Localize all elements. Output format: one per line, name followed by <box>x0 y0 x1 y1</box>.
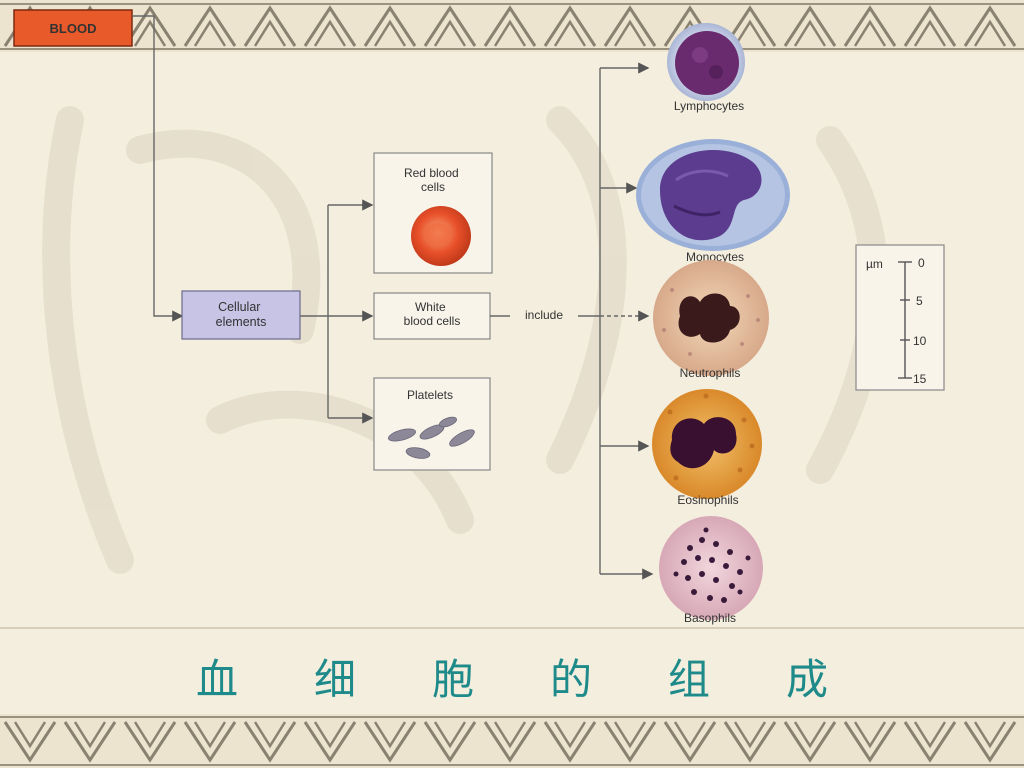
wbc-line-1: White <box>415 300 446 314</box>
lymphocytes-label: Lymphocytes <box>674 99 744 113</box>
lymphocyte-cell-image <box>667 23 745 101</box>
slide-caption: 血 细 胞 的 组 成 <box>0 648 1024 712</box>
scale-unit: µm <box>866 257 883 271</box>
platelets-image <box>388 416 475 459</box>
connector-cellular-branch <box>300 205 329 418</box>
neutrophil-cell-image <box>653 260 769 376</box>
caption-char-2: 细 <box>313 655 356 704</box>
cellular-line-1: Cellular <box>218 300 260 314</box>
caption-char-4: 的 <box>550 655 593 704</box>
include-label: include <box>525 308 563 322</box>
scale-tick-15: 15 <box>913 372 927 386</box>
rbc-line-2: cells <box>421 180 445 194</box>
white-blood-cells-node: White blood cells <box>373 292 491 340</box>
micrometer-scale: µm 0 5 10 15 <box>855 244 945 391</box>
caption-char-5: 组 <box>668 655 711 704</box>
blood-label: BLOOD <box>50 21 97 36</box>
rbc-label: Red blood cells <box>404 166 462 194</box>
wbc-label: White blood cells <box>404 300 461 328</box>
scale-tick-5: 5 <box>916 294 923 308</box>
red-blood-cells-node: Red blood cells <box>373 152 493 274</box>
eosinophil-cell-image <box>652 389 762 499</box>
scale-tick-0: 0 <box>918 256 925 270</box>
monocytes-label: Monocytes <box>686 250 744 264</box>
blood-composition-diagram: BLOOD Cellular elements Red blood cells <box>0 9 1024 629</box>
rbc-line-1: Red blood <box>404 166 459 180</box>
cellular-line-2: elements <box>216 315 267 329</box>
eosinophils-label: Eosinophils <box>677 493 738 507</box>
blood-node: BLOOD <box>13 9 133 47</box>
cellular-elements-label: Cellular elements <box>216 300 267 329</box>
platelets-label: Platelets <box>407 388 453 402</box>
caption-char-6: 成 <box>786 655 829 704</box>
red-blood-cell-center <box>425 223 451 245</box>
top-decorative-band <box>0 0 1024 52</box>
basophil-cell-image <box>659 516 763 620</box>
neutrophils-label: Neutrophils <box>680 366 741 380</box>
caption-char-3: 胞 <box>431 655 474 704</box>
caption-char-1: 血 <box>195 655 238 704</box>
include-label-bg <box>510 306 578 324</box>
cellular-elements-node: Cellular elements <box>181 290 301 340</box>
monocyte-cell-image <box>636 139 790 251</box>
platelets-node: Platelets <box>373 377 491 471</box>
wbc-line-2: blood cells <box>404 314 461 328</box>
basophils-label: Basophils <box>684 611 736 625</box>
bottom-decorative-band <box>0 714 1024 768</box>
connector-blood-to-cellular <box>132 15 184 322</box>
scale-tick-10: 10 <box>913 334 927 348</box>
